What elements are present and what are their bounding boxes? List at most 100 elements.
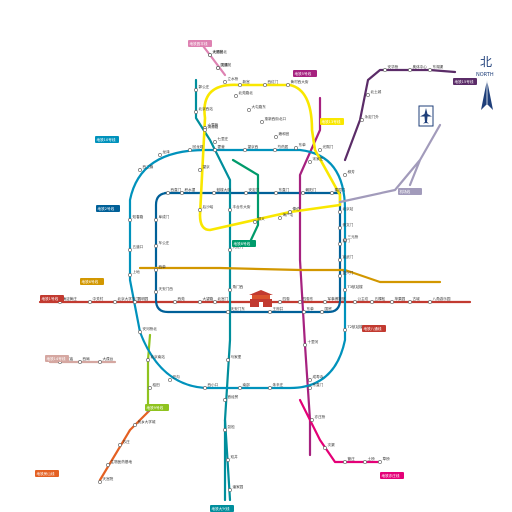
station-label[interactable]: 八角游乐园 xyxy=(433,296,451,301)
station-marker[interactable] xyxy=(274,191,278,195)
station-label[interactable]: 朱辛庄 xyxy=(273,382,284,387)
station-label[interactable]: 西红门 xyxy=(268,79,279,84)
station-label[interactable]: 知春路 xyxy=(133,214,144,219)
station-label[interactable]: 东湖渠 xyxy=(433,64,444,69)
station-label[interactable]: 宋家庄 xyxy=(313,156,324,161)
station-label[interactable]: 黄村西大街 xyxy=(291,79,309,84)
station-marker[interactable] xyxy=(310,418,314,422)
station-label[interactable]: 东单 xyxy=(307,306,315,311)
station-marker[interactable] xyxy=(216,66,220,70)
station-marker[interactable] xyxy=(154,218,158,222)
station-marker[interactable] xyxy=(243,148,247,152)
station-label[interactable]: 清源路 xyxy=(208,124,219,129)
station-label[interactable]: 前门 xyxy=(343,238,351,243)
station-marker[interactable] xyxy=(223,428,227,432)
station-label[interactable]: 公主坟 xyxy=(358,296,369,301)
station-label[interactable]: 回龙观 xyxy=(193,144,204,149)
station-label[interactable]: 北宫门 xyxy=(218,296,229,301)
station-label[interactable]: 朝阳门 xyxy=(306,187,317,192)
station-marker[interactable] xyxy=(203,386,207,390)
station-marker[interactable] xyxy=(154,290,158,294)
station-marker[interactable] xyxy=(363,460,367,464)
station-marker[interactable] xyxy=(168,378,172,382)
station-label[interactable]: 西局 xyxy=(83,356,91,361)
station-marker[interactable] xyxy=(274,135,278,139)
station-marker[interactable] xyxy=(146,358,150,362)
station-label[interactable]: 北苑路北 xyxy=(239,90,254,95)
station-marker[interactable] xyxy=(106,463,110,467)
station-label[interactable]: T3航站楼 xyxy=(347,284,364,289)
station-marker[interactable] xyxy=(303,343,307,347)
station-label[interactable]: 奥体中心 xyxy=(413,64,428,69)
station-marker[interactable] xyxy=(390,300,394,304)
station-label[interactable]: 海户屯 xyxy=(283,212,294,217)
station-marker[interactable] xyxy=(138,330,142,334)
station-marker[interactable] xyxy=(370,300,374,304)
station-label[interactable]: 惠新西街北口 xyxy=(265,116,287,121)
line-tag-yizhuang[interactable]: 地铁亦庄线 xyxy=(380,472,404,479)
station-label[interactable]: 次渠 xyxy=(328,442,336,447)
station-label[interactable]: 草桥 xyxy=(383,456,391,461)
station-label[interactable]: 崇文门 xyxy=(343,222,354,227)
station-marker[interactable] xyxy=(88,300,92,304)
station-label[interactable]: 西单 xyxy=(159,264,167,269)
line-tag-line8[interactable]: 地铁8号线 xyxy=(232,240,256,247)
station-marker[interactable] xyxy=(298,300,302,304)
station-marker[interactable] xyxy=(260,120,264,124)
station-marker[interactable] xyxy=(338,210,342,214)
station-marker[interactable] xyxy=(323,300,327,304)
station-marker[interactable] xyxy=(213,140,217,144)
station-marker[interactable] xyxy=(194,88,198,92)
station-label[interactable]: 光熙门 xyxy=(323,144,334,149)
station-label[interactable]: 大屯路东 xyxy=(252,104,267,109)
station-marker[interactable] xyxy=(188,148,192,152)
station-marker[interactable] xyxy=(228,488,232,492)
station-label[interactable]: 龙泽 xyxy=(163,149,171,154)
station-label[interactable]: 俸伯 xyxy=(293,206,301,211)
station-label[interactable]: 苹果园 xyxy=(395,296,406,301)
station-marker[interactable] xyxy=(408,68,412,72)
station-label[interactable]: 五棵松 xyxy=(375,296,386,301)
station-label[interactable]: 东直门 xyxy=(313,382,324,387)
station-marker[interactable] xyxy=(318,148,322,152)
station-label[interactable]: 顺义 xyxy=(258,216,266,221)
station-label[interactable]: 郭公庄 xyxy=(199,84,210,89)
line-tag-line14[interactable]: 地铁14号线 xyxy=(45,355,69,362)
line-tag-line2[interactable]: 地铁2号线 xyxy=(96,205,120,212)
station-marker[interactable] xyxy=(360,118,364,122)
station-marker[interactable] xyxy=(268,310,272,314)
station-label[interactable]: 管庄 xyxy=(348,456,356,461)
station-marker[interactable] xyxy=(268,386,272,390)
station-label[interactable]: 西苑 xyxy=(178,296,186,301)
station-marker[interactable] xyxy=(223,398,227,402)
station-marker[interactable] xyxy=(213,148,217,152)
station-marker[interactable] xyxy=(154,244,158,248)
station-label[interactable]: 西小口 xyxy=(208,382,219,387)
station-label[interactable]: 南邵 xyxy=(243,382,251,387)
station-marker[interactable] xyxy=(253,220,257,224)
station-label[interactable]: 成寿寺 xyxy=(313,374,324,379)
station-marker[interactable] xyxy=(133,300,137,304)
station-marker[interactable] xyxy=(366,93,370,97)
station-marker[interactable] xyxy=(118,443,122,447)
station-marker[interactable] xyxy=(208,53,212,57)
station-marker[interactable] xyxy=(338,226,342,230)
station-marker[interactable] xyxy=(203,128,207,132)
station-marker[interactable] xyxy=(173,300,177,304)
station-marker[interactable] xyxy=(338,242,342,246)
station-label[interactable]: 霍营 xyxy=(218,144,226,149)
station-label[interactable]: 宣武门 xyxy=(343,254,354,259)
station-label[interactable]: 安华桥 xyxy=(388,64,399,69)
station-marker[interactable] xyxy=(138,168,142,172)
station-marker[interactable] xyxy=(428,300,432,304)
station-label[interactable]: 亦庄桥 xyxy=(315,414,326,419)
line-tag-batong[interactable]: 地铁八通线 xyxy=(362,325,386,332)
station-label[interactable]: 大葆台 xyxy=(103,356,114,361)
station-marker[interactable] xyxy=(128,248,132,252)
station-marker[interactable] xyxy=(353,300,357,304)
line-tag-line15[interactable]: 地铁15号线 xyxy=(453,78,477,85)
station-marker[interactable] xyxy=(330,191,334,195)
station-label[interactable]: 天宫院 xyxy=(103,476,114,481)
station-marker[interactable] xyxy=(223,80,227,84)
station-marker[interactable] xyxy=(148,386,152,390)
